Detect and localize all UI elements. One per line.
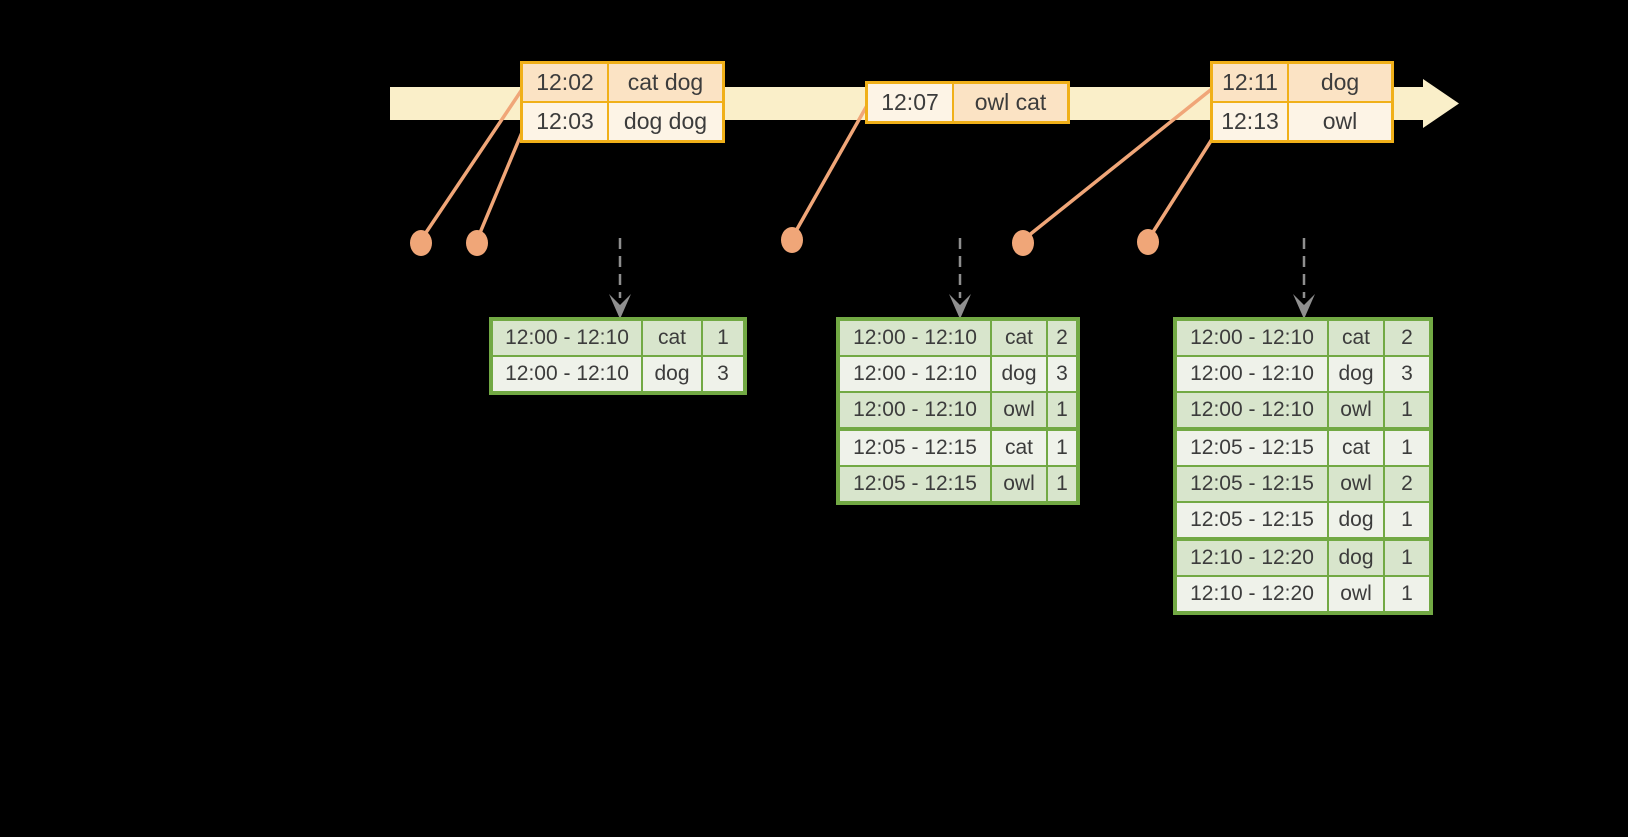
result-cell: 12:05 - 12:15 bbox=[1177, 501, 1327, 537]
result-cell: 12:05 - 12:15 bbox=[840, 427, 990, 465]
result-cell: cat bbox=[641, 321, 701, 355]
result-cell: 2 bbox=[1383, 465, 1429, 501]
result-cell: cat bbox=[1327, 427, 1383, 465]
result-cell: 12:10 - 12:20 bbox=[1177, 575, 1327, 611]
result-cell: 12:00 - 12:10 bbox=[840, 391, 990, 427]
trigger-arrowhead bbox=[609, 294, 631, 319]
event-connector-line bbox=[790, 101, 871, 239]
result-cell: dog bbox=[1327, 501, 1383, 537]
event-connector-line bbox=[1021, 86, 1215, 242]
event-cell: 12:07 bbox=[868, 84, 952, 121]
event-marker-dot bbox=[466, 230, 488, 256]
result-cell: 12:05 - 12:15 bbox=[1177, 427, 1327, 465]
result-cell: 12:00 - 12:10 bbox=[493, 321, 641, 355]
result-cell: 2 bbox=[1046, 321, 1076, 355]
result-cell: 3 bbox=[701, 355, 743, 391]
trigger-arrowhead bbox=[1293, 294, 1315, 319]
event-cell: owl bbox=[1287, 101, 1391, 140]
result-cell: 3 bbox=[1383, 355, 1429, 391]
result-cell: 1 bbox=[1046, 391, 1076, 427]
event-cell: 12:13 bbox=[1213, 101, 1287, 140]
trigger-arrowhead bbox=[949, 294, 971, 319]
event-marker-dot bbox=[410, 230, 432, 256]
result-cell: 12:10 - 12:20 bbox=[1177, 537, 1327, 575]
result-cell: 1 bbox=[701, 321, 743, 355]
result-cell: 12:00 - 12:10 bbox=[840, 355, 990, 391]
result-cell: 12:05 - 12:15 bbox=[1177, 465, 1327, 501]
result-cell: dog bbox=[641, 355, 701, 391]
result-cell: owl bbox=[990, 391, 1046, 427]
result-cell: 1 bbox=[1383, 501, 1429, 537]
event-cell: cat dog bbox=[607, 64, 722, 101]
result-cell: 2 bbox=[1383, 321, 1429, 355]
result-cell: owl bbox=[1327, 391, 1383, 427]
result-cell: 1 bbox=[1383, 427, 1429, 465]
result-cell: dog bbox=[1327, 355, 1383, 391]
event-marker-dot bbox=[781, 227, 803, 253]
result-cell: 1 bbox=[1383, 575, 1429, 611]
event-marker-dot bbox=[1012, 230, 1034, 256]
result-cell: dog bbox=[1327, 537, 1383, 575]
result-cell: 1 bbox=[1383, 537, 1429, 575]
result-cell: 1 bbox=[1046, 465, 1076, 501]
result-cell: 3 bbox=[1046, 355, 1076, 391]
event-connector-line bbox=[1146, 135, 1216, 241]
result-cell: dog bbox=[990, 355, 1046, 391]
event-cell: owl cat bbox=[952, 84, 1067, 121]
result-cell: owl bbox=[1327, 465, 1383, 501]
result-cell: 1 bbox=[1046, 427, 1076, 465]
result-cell: owl bbox=[990, 465, 1046, 501]
result-cell: cat bbox=[990, 321, 1046, 355]
event-cell: dog dog bbox=[607, 101, 722, 140]
result-cell: 12:00 - 12:10 bbox=[1177, 391, 1327, 427]
event-cell: 12:03 bbox=[523, 101, 607, 140]
event-cell: 12:11 bbox=[1213, 64, 1287, 101]
result-cell: 12:00 - 12:10 bbox=[1177, 321, 1327, 355]
result-cell: 1 bbox=[1383, 391, 1429, 427]
event-connector-line bbox=[475, 129, 525, 241]
result-cell: cat bbox=[1327, 321, 1383, 355]
event-connector-line bbox=[419, 87, 525, 241]
result-cell: 12:05 - 12:15 bbox=[840, 465, 990, 501]
event-cell: 12:02 bbox=[523, 64, 607, 101]
result-cell: 12:00 - 12:10 bbox=[840, 321, 990, 355]
event-cell: dog bbox=[1287, 64, 1391, 101]
result-cell: 12:00 - 12:10 bbox=[1177, 355, 1327, 391]
result-cell: 12:00 - 12:10 bbox=[493, 355, 641, 391]
result-cell: cat bbox=[990, 427, 1046, 465]
event-marker-dot bbox=[1137, 229, 1159, 255]
result-cell: owl bbox=[1327, 575, 1383, 611]
